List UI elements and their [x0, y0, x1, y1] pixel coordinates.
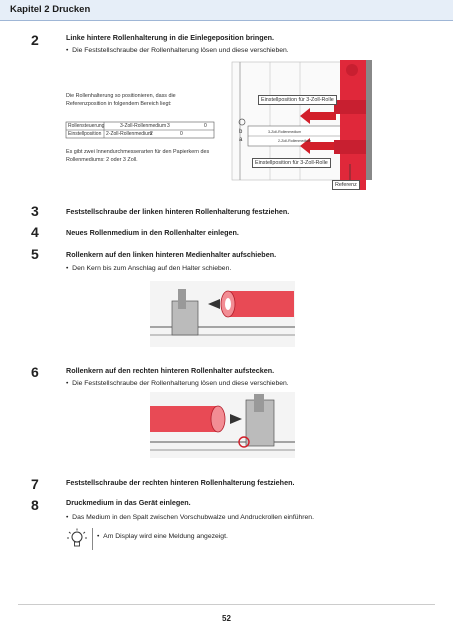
step-bullet: • Die Feststellschraube der Rollenhalter… — [66, 380, 289, 387]
bullet-text: Das Medium in den Spalt zwischen Vorschu… — [72, 514, 314, 521]
step-number: 2 — [31, 32, 39, 48]
bullet-text: Die Feststellschraube der Rollenhalterun… — [72, 47, 289, 54]
table-label-set-position: Einstellposition — [68, 131, 102, 137]
note-position-line1: Die Rollenhalterung so positionieren, da… — [66, 93, 176, 99]
tip: • Am Display wird eine Meldung angezeigt… — [97, 533, 228, 540]
page-number: 52 — [222, 614, 231, 623]
label-a: a — [239, 137, 243, 143]
step-bullet: • Das Medium in den Spalt zwischen Vorsc… — [66, 514, 314, 521]
label-b: b — [239, 129, 243, 135]
table-val-0b: 0 — [180, 131, 183, 137]
tip-divider — [92, 528, 93, 550]
step-number: 7 — [31, 476, 39, 492]
note-core-line1: Es gibt zwei Innendurchmesserarten für d… — [66, 149, 210, 155]
step-title: Linke hintere Rollenhalterung in die Ein… — [66, 33, 275, 42]
footer-rule — [18, 604, 435, 605]
step-bullet: • Den Kern bis zum Anschlag auf den Halt… — [66, 265, 232, 272]
step-title: Druckmedium in das Gerät einlegen. — [66, 498, 191, 507]
scale-row-3zoll: 3-Zoll-Rollenmedium — [268, 130, 302, 134]
note-core-line2: Rollenmediums: 2 oder 3 Zoll. — [66, 157, 138, 163]
callout-3zoll-position-2: Einstellposition für 3-Zoll-Rolle — [252, 158, 331, 168]
step-number: 4 — [31, 224, 39, 240]
table-3zoll: 3-Zoll-Rollenmedium — [120, 123, 167, 129]
step-title: Feststellschraube der rechten hinteren R… — [66, 478, 295, 487]
tip-text: Am Display wird eine Meldung angezeigt. — [103, 533, 228, 540]
scale-row-2zoll: 2-Zoll-Rollenmedium — [278, 139, 312, 143]
lightbulb-icon — [67, 528, 87, 547]
callout-3zoll-position: Einstellposition für 3-Zoll-Rolle — [258, 95, 337, 105]
chapter-title: Kapitel 2 Drucken — [10, 4, 91, 15]
step-number: 3 — [31, 203, 39, 219]
figure-right-holder — [150, 392, 295, 458]
table-val-0a: 0 — [204, 123, 207, 129]
bullet-text: Die Feststellschraube der Rollenhalterun… — [72, 380, 289, 387]
step-title: Feststellschraube der linken hinteren Ro… — [66, 207, 290, 216]
note-position-line2: Referenzposition in folgendem Bereich li… — [66, 101, 172, 107]
bullet-text: Den Kern bis zum Anschlag auf den Halter… — [72, 265, 232, 272]
table-val-3: 3 — [167, 123, 170, 129]
step-title: Neues Rollenmedium in den Rollenhalter e… — [66, 228, 239, 237]
table-val-2: 2 — [150, 131, 153, 137]
step-title: Rollenkern auf den rechten hinteren Roll… — [66, 366, 275, 375]
step-bullet: • Die Feststellschraube der Rollenhalter… — [66, 47, 289, 54]
table-label-roll-control: Rollensteuerung — [68, 123, 105, 129]
step-number: 6 — [31, 364, 39, 380]
step-title: Rollenkern auf den linken hinteren Medie… — [66, 250, 277, 259]
step-number: 5 — [31, 246, 39, 262]
figure-left-holder — [150, 281, 295, 347]
callout-reference: Referenz — [332, 180, 360, 190]
table-2zoll: 2-Zoll-Rollenmedium — [106, 131, 153, 137]
step-number: 8 — [31, 497, 39, 513]
chapter-header: Kapitel 2 Drucken — [0, 0, 453, 21]
